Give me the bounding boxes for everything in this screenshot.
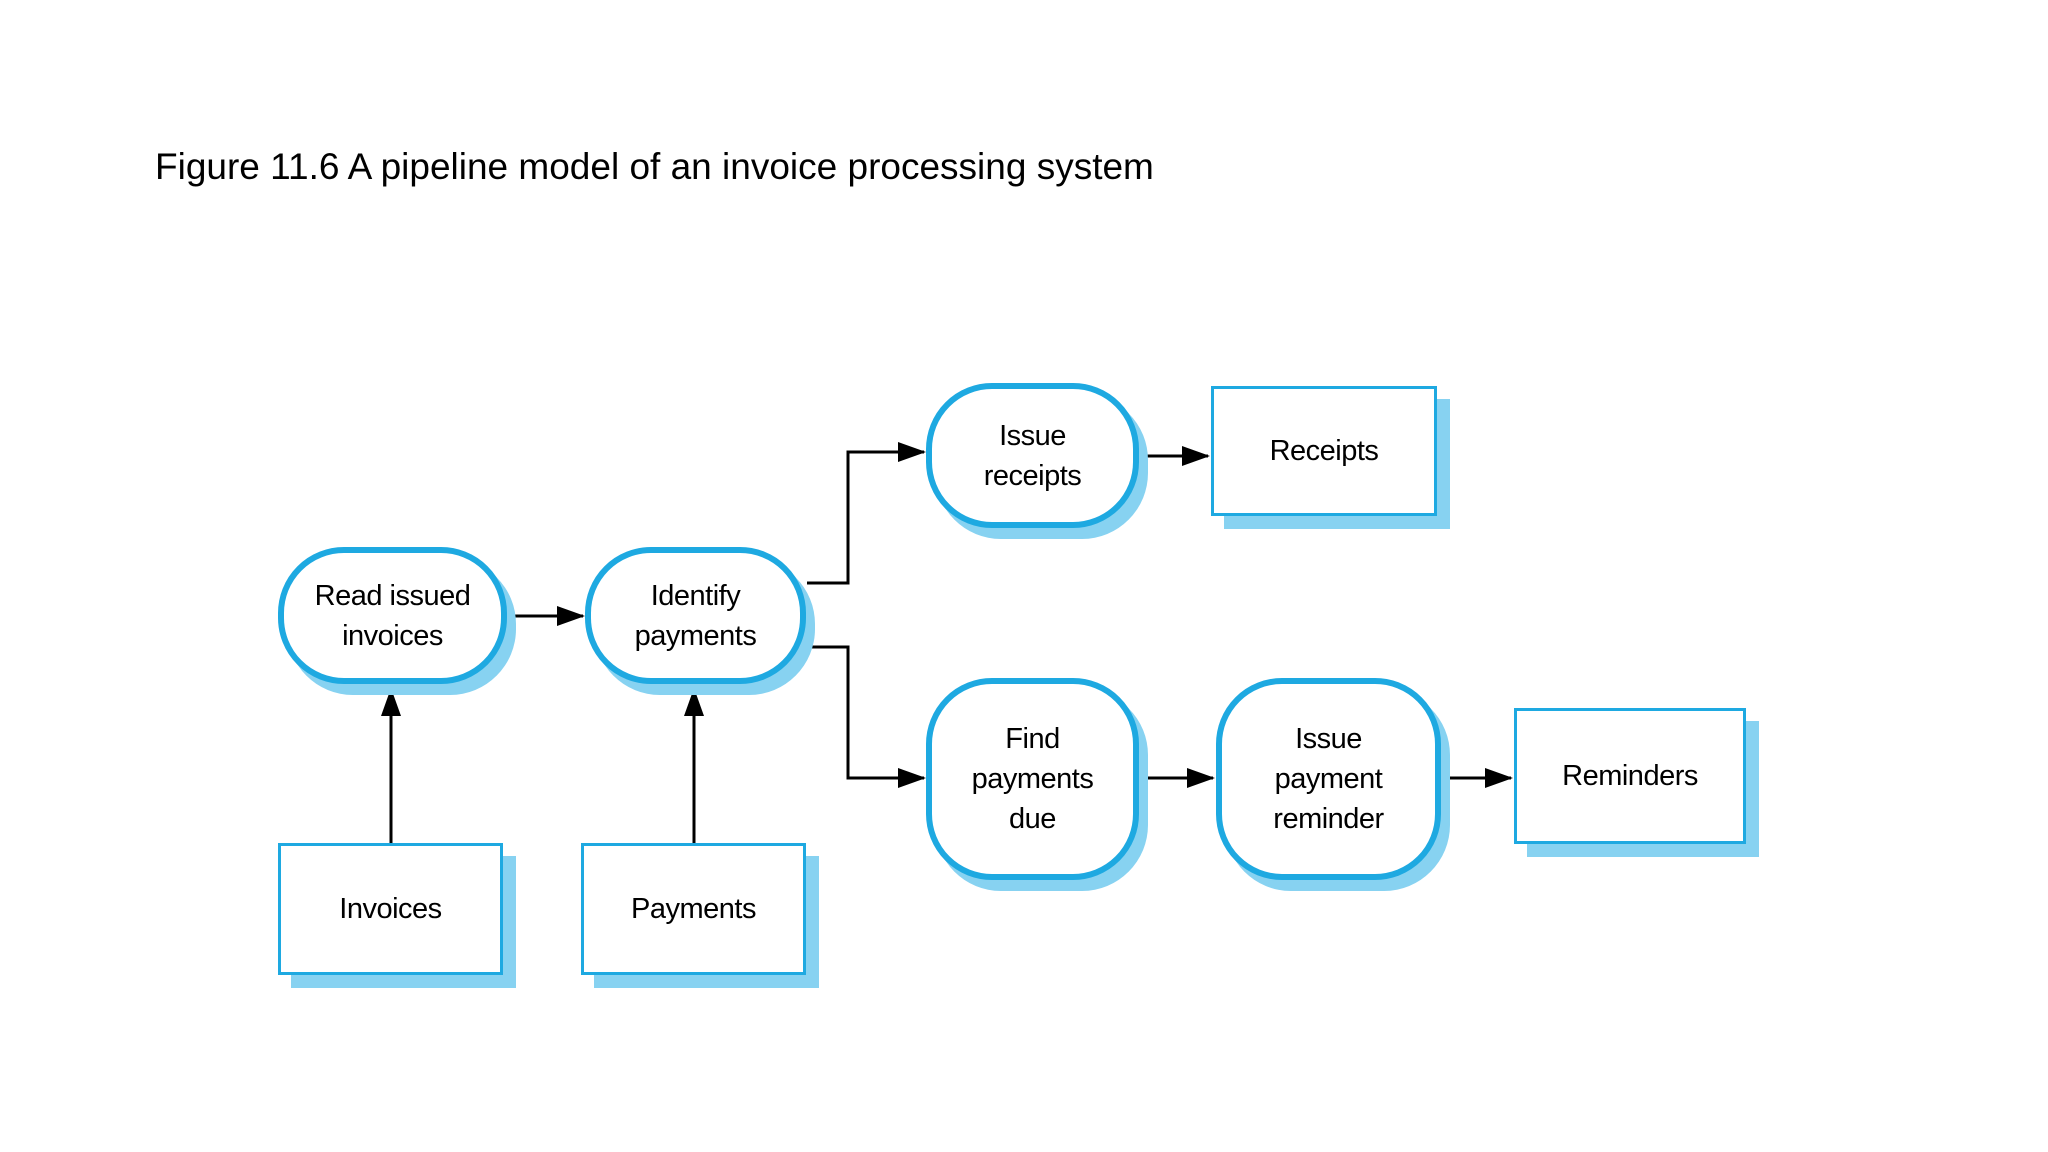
- process-issue-receipts: Issue receipts: [926, 383, 1139, 528]
- process-label: Issue payment reminder: [1273, 723, 1384, 835]
- process-read-issued-invoices: Read issued invoices: [278, 547, 507, 684]
- edge-identify-payments-to-find-payments-due: [807, 645, 926, 788]
- process-identify-payments: Identify payments: [585, 547, 806, 684]
- store-label: Payments: [631, 893, 756, 925]
- process-label: Issue receipts: [983, 419, 1082, 492]
- process-find-payments-due: Find payments due: [926, 678, 1139, 880]
- store-payments: Payments: [581, 843, 806, 975]
- store-label: Reminders: [1562, 760, 1698, 792]
- process-issue-payment-reminder: Issue payment reminder: [1216, 678, 1441, 880]
- store-invoices: Invoices: [278, 843, 503, 975]
- store-reminders: Reminders: [1514, 708, 1746, 844]
- store-receipts: Receipts: [1211, 386, 1437, 516]
- process-label: Find payments due: [971, 723, 1094, 835]
- store-label: Invoices: [339, 893, 442, 925]
- store-label: Receipts: [1269, 435, 1379, 467]
- process-label: Read issued invoices: [314, 579, 471, 652]
- figure-caption: Figure 11.6 A pipeline model of an invoi…: [155, 146, 1154, 187]
- process-label: Identify payments: [634, 579, 757, 652]
- edge-identify-payments-to-issue-receipts: [807, 442, 926, 585]
